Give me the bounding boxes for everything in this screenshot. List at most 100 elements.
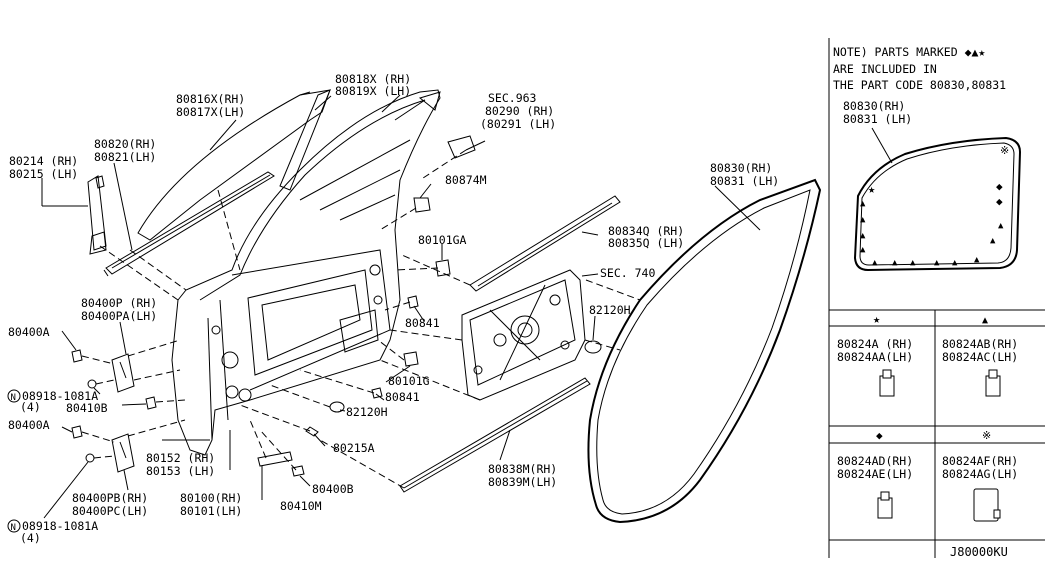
fasteners (71, 135, 602, 477)
label-80291: (80291 (LH) (480, 117, 556, 131)
clip-lh: 80824AC(LH) (942, 350, 1018, 364)
label-80819x: 80819X (LH) (335, 84, 411, 98)
label-80152: 80152 (RH) (146, 451, 215, 465)
label-80101ga: 80101GA (418, 233, 467, 247)
label-80834q: 80834Q (RH) (608, 224, 684, 238)
door-panel (171, 89, 441, 456)
svg-text:◆: ◆ (996, 180, 1003, 193)
clip-rh: 80824A (RH) (837, 337, 913, 351)
svg-text:▲: ▲ (974, 255, 980, 265)
label-80816x: 80816X(RH) (176, 92, 245, 106)
label-80821: 80821(LH) (94, 150, 156, 164)
outer-moulding (103, 171, 275, 277)
svg-text:※: ※ (1000, 144, 1009, 157)
label-80818x: 80818X (RH) (335, 72, 411, 86)
label-80400p: 80400P (RH) (81, 296, 157, 310)
label-80215: 80215 (LH) (9, 167, 78, 181)
inner-belt-moulding (469, 195, 621, 292)
label-80830: 80830(RH) (710, 161, 772, 175)
inset-label-rh: 80830(RH) (843, 99, 905, 113)
notes-panel: NOTE) PARTS MARKED ◆▲★ ARE INCLUDED IN T… (828, 38, 1045, 559)
svg-text:▲: ▲ (990, 236, 996, 246)
label-80400pb: 80400PB(RH) (72, 491, 148, 505)
note-line2: ARE INCLUDED IN (833, 62, 937, 76)
note-line1: NOTE) PARTS MARKED ◆▲★ (833, 45, 985, 59)
clip-symbol: ▲ (982, 315, 988, 326)
clip-rh: 80824AB(RH) (942, 337, 1018, 351)
label-80100: 80100(RH) (180, 491, 242, 505)
label-80410b: 80410B (66, 401, 108, 415)
label-80841-lower: 80841 (385, 390, 420, 404)
svg-text:▲: ▲ (860, 199, 866, 209)
label-08918-upper: 08918-1081A (22, 389, 98, 403)
label-sec740: SEC. 740 (600, 266, 655, 280)
svg-text:▲: ▲ (910, 258, 916, 268)
label-qty-lower: (4) (20, 531, 41, 545)
label-80400b: 80400B (312, 482, 354, 496)
corner-garnish (87, 175, 107, 255)
svg-text:★: ★ (868, 182, 875, 196)
label-80400a-lower: 80400A (8, 418, 50, 432)
svg-text:▲: ▲ (998, 221, 1004, 231)
label-80839m: 80839M(LH) (488, 475, 557, 489)
inset-weatherstrip: ★ ▲ ▲ ▲ ▲ ▲ ▲ ▲ ▲ ▲ ▲ ▲ ▲ ◆ ◆ ※ (853, 136, 1022, 272)
lower-weatherstrip (399, 377, 591, 493)
label-80153: 80153 (LH) (146, 464, 215, 478)
svg-text:▲: ▲ (860, 245, 866, 255)
clip-lh: 80824AG(LH) (942, 467, 1018, 481)
svg-text:▲: ▲ (872, 258, 878, 268)
svg-text:N: N (11, 393, 16, 403)
svg-text:▲: ▲ (952, 258, 958, 268)
label-80101: 80101(LH) (180, 504, 242, 518)
clip-lh: 80824AA(LH) (837, 350, 913, 364)
label-80290: 80290 (RH) (485, 104, 554, 118)
svg-text:▲: ▲ (934, 258, 940, 268)
sash-trim (279, 89, 331, 191)
label-82120h-right: 82120H (589, 303, 631, 317)
label-80874m: 80874M (445, 173, 487, 187)
label-80101g: 80101G (388, 374, 430, 388)
clip-lh: 80824AE(LH) (837, 467, 913, 481)
label-80214: 80214 (RH) (9, 154, 78, 168)
clip-symbol: ※ (982, 429, 991, 442)
label-82120h-center: 82120H (346, 405, 388, 419)
clip-symbol: ★ (873, 312, 880, 326)
label-80841-upper: 80841 (405, 316, 440, 330)
label-80400a-upper: 80400A (8, 325, 50, 339)
inset-label-lh: 80831 (LH) (843, 112, 912, 126)
label-80820: 80820(RH) (94, 137, 156, 151)
door-weatherstrip (587, 178, 822, 524)
window-glass (137, 89, 331, 241)
label-80817x: 80817X(LH) (176, 105, 245, 119)
label-80215a: 80215A (333, 441, 375, 455)
svg-text:▲: ▲ (892, 258, 898, 268)
svg-text:▲: ▲ (860, 215, 866, 225)
label-80400pa: 80400PA(LH) (81, 309, 157, 323)
part-labels: 80214 (RH) 80215 (LH) 80820(RH) 80821(LH… (7, 72, 779, 545)
label-80410m: 80410M (280, 499, 322, 513)
clip-cell-asterisk: ※ 80824AF(RH) 80824AG(LH) (942, 429, 1018, 522)
label-80831: 80831 (LH) (710, 174, 779, 188)
note-line3: THE PART CODE 80830,80831 (833, 78, 1006, 92)
svg-text:N: N (11, 523, 16, 533)
svg-text:▲: ▲ (860, 231, 866, 241)
svg-text:◆: ◆ (996, 195, 1003, 208)
clip-symbol: ◆ (876, 429, 883, 442)
n-circle-icon: N (7, 519, 21, 533)
diagram-code: J80000KU (950, 545, 1008, 559)
leader-lines (41, 95, 761, 519)
label-80835q: 80835Q (LH) (608, 236, 684, 250)
clip-rh: 80824AD(RH) (837, 454, 913, 468)
clip-cell-triangle: ▲ 80824AB(RH) 80824AC(LH) (942, 315, 1018, 397)
label-80400pc: 80400PC(LH) (72, 504, 148, 518)
clip-rh: 80824AF(RH) (942, 454, 1018, 468)
label-sec963: SEC.963 (488, 91, 537, 105)
label-qty-upper: (4) (20, 400, 41, 414)
n-circle-icon: N (7, 389, 21, 403)
label-08918-lower: 08918-1081A (22, 519, 98, 533)
clip-cell-star: ★ 80824A (RH) 80824AA(LH) (837, 312, 913, 397)
window-regulator (461, 269, 586, 401)
label-80838m: 80838M(RH) (488, 462, 557, 476)
clip-cell-diamond: ◆ 80824AD(RH) 80824AE(LH) (837, 429, 913, 519)
